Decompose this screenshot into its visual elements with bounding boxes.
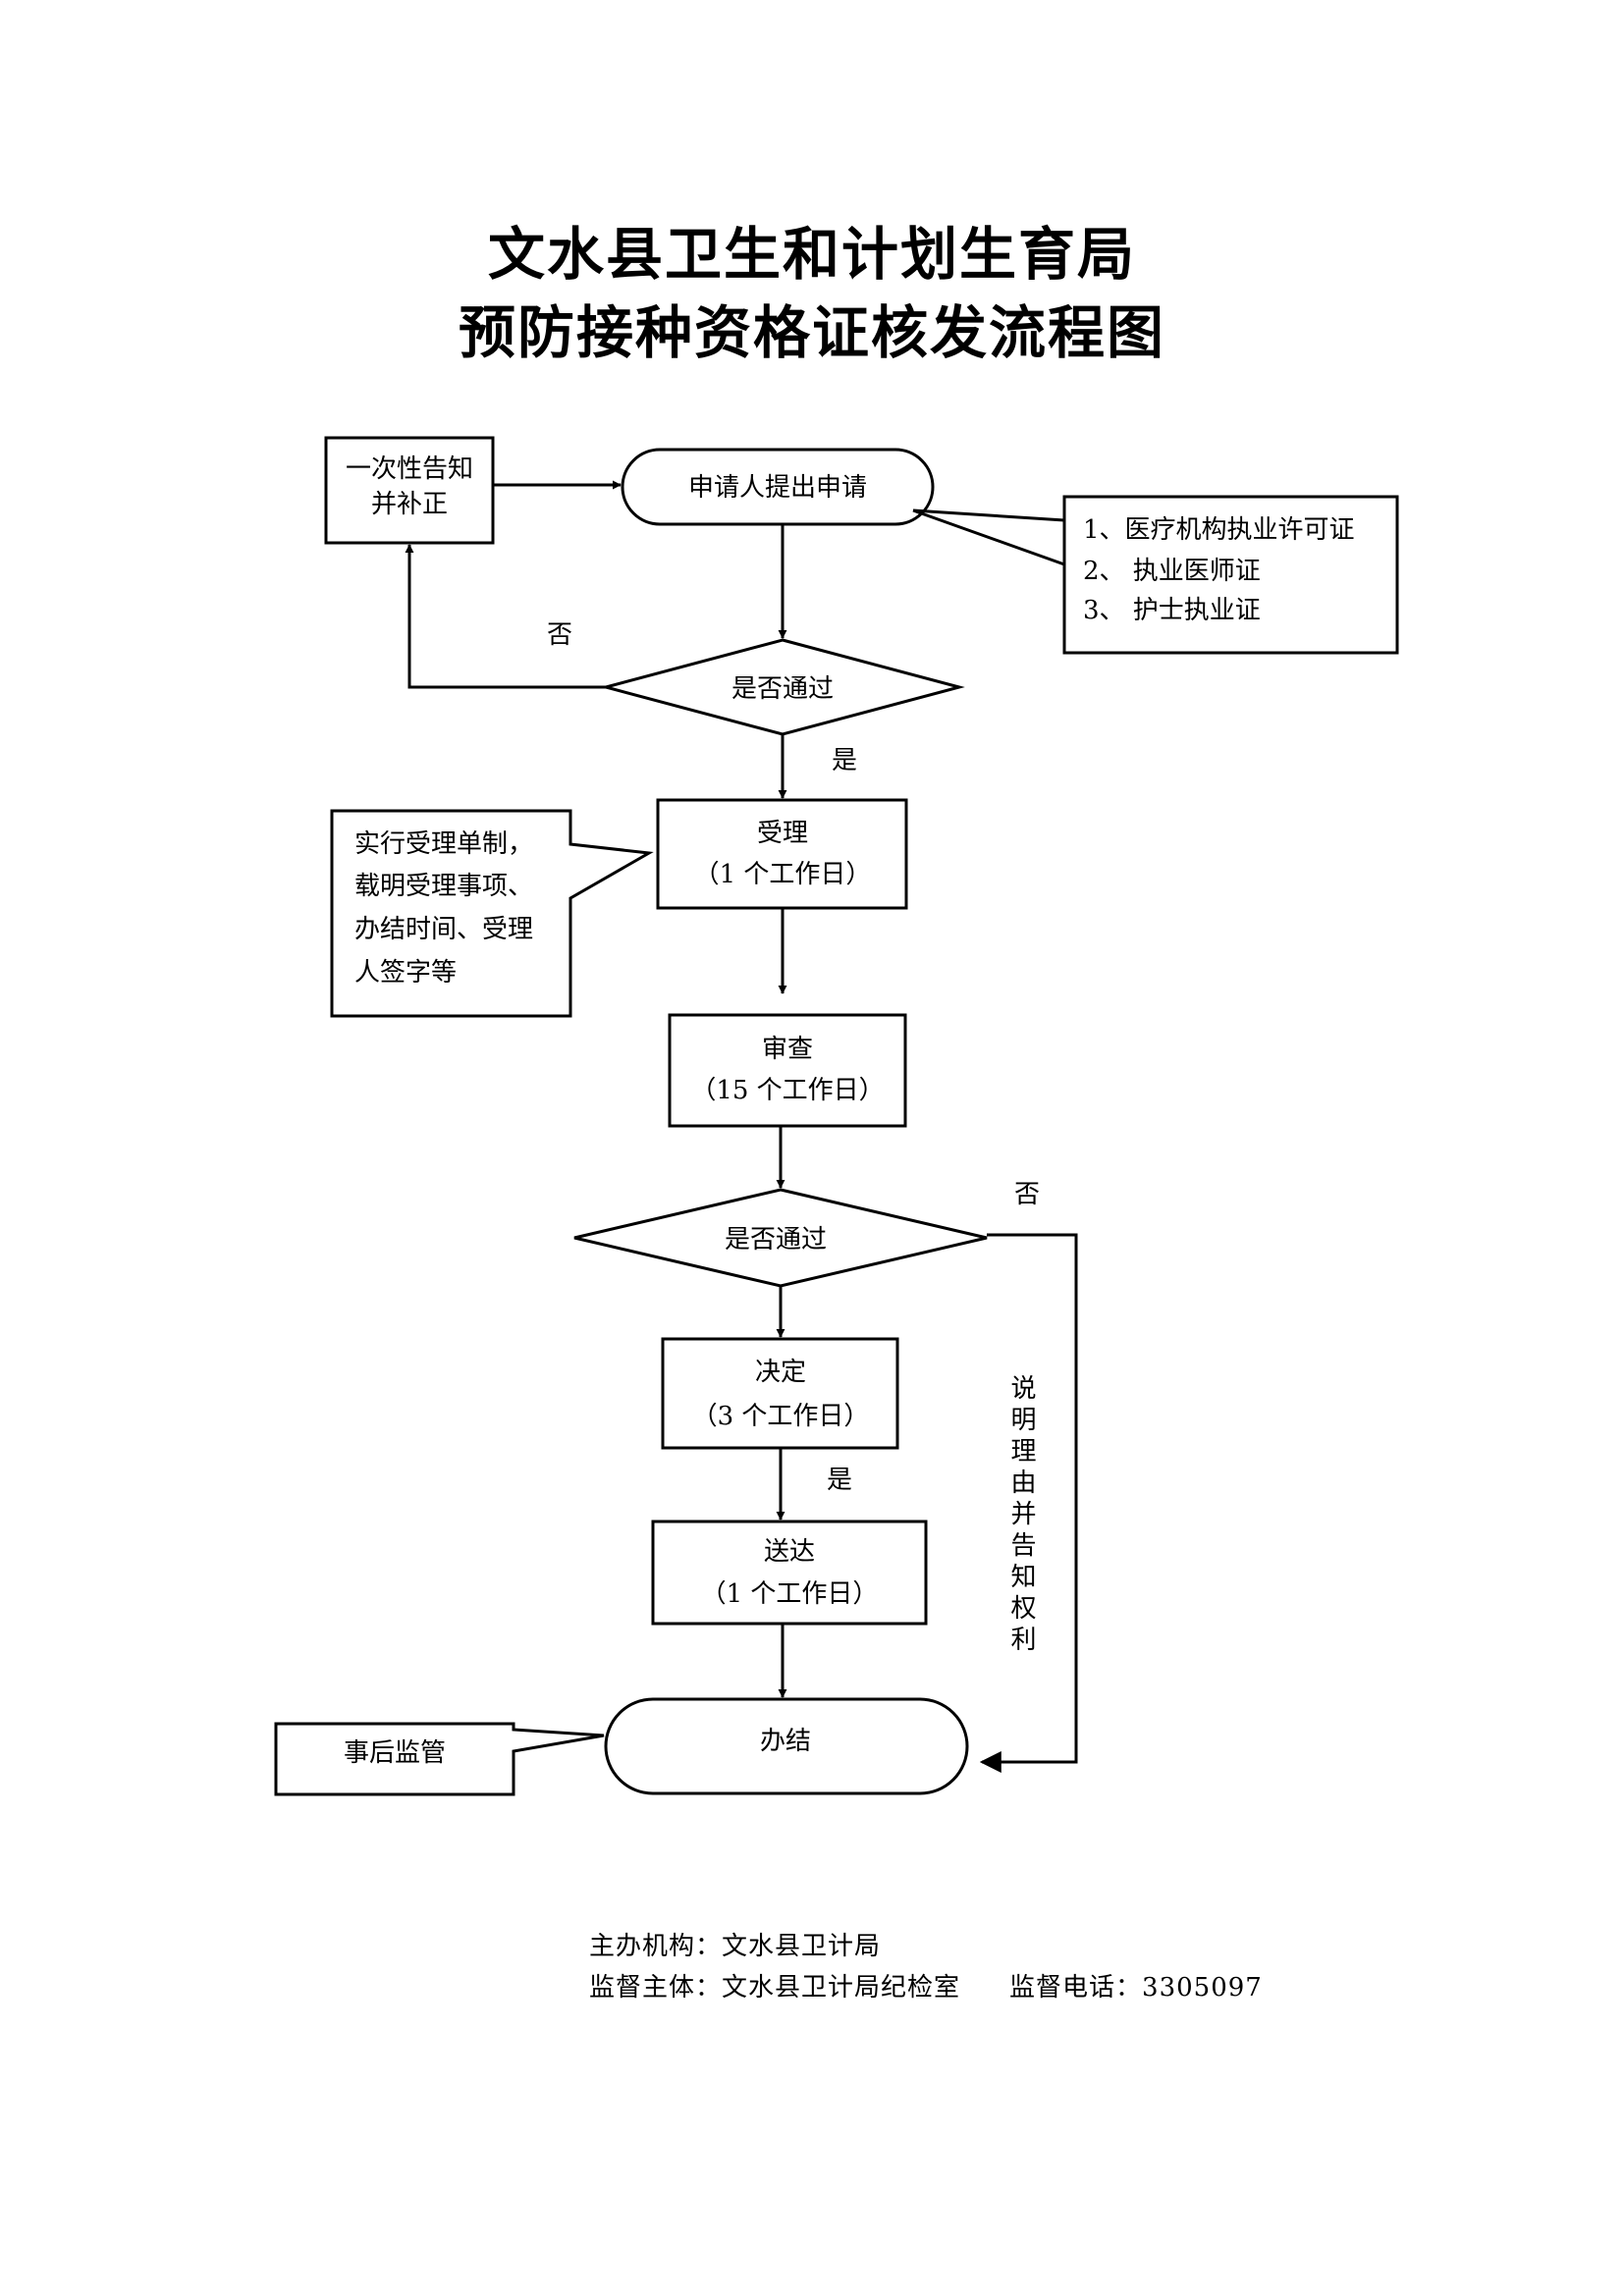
footer-supervisor-value: 文水县卫计局纪检室 (722, 1973, 961, 2002)
arrow-decision-1-no (405, 544, 606, 689)
supervise-label: 事后监管 (344, 1738, 446, 1768)
material-item-3: 3、 护士执业证 (1083, 596, 1261, 625)
finish-label: 办结 (760, 1727, 811, 1756)
decision-1-yes-label: 是 (832, 746, 857, 775)
footer-supervisor-label: 监督主体： (589, 1973, 723, 2002)
apply-label: 申请人提出申请 (688, 473, 867, 503)
decision-1-label: 是否通过 (731, 674, 834, 704)
footer-supervisor: 监督主体：文水县卫计局纪检室 监督电话：3305097 (589, 1967, 1263, 2003)
deliver-node (651, 1520, 928, 1626)
accept-note-node (330, 809, 654, 1018)
materials-node (1062, 495, 1399, 655)
review-label-1: 审查 (762, 1035, 813, 1064)
title-line-2: 预防接种资格证核发流程图 (458, 299, 1165, 366)
deliver-label-2: （1 个工作日） (701, 1579, 879, 1609)
footer-phone-label: 监督电话： (1009, 1973, 1143, 2002)
decide-label-2: （3 个工作日） (692, 1402, 870, 1431)
material-item-1: 1、医疗机构执业许可证 (1083, 515, 1355, 545)
materials-connector-2 (912, 508, 1065, 566)
correction-label-1: 一次性告知 (346, 454, 473, 484)
footer-host-label: 主办机构： (589, 1932, 723, 1961)
supervise-node (274, 1722, 605, 1796)
apply-node (621, 448, 935, 526)
correction-node (324, 436, 495, 545)
materials-connector (912, 508, 1065, 522)
footer-host: 主办机构：文水县卫计局 (589, 1926, 881, 1962)
accept-label-2: （1 个工作日） (694, 860, 872, 889)
deliver-label-1: 送达 (764, 1537, 815, 1567)
decide-label-1: 决定 (755, 1358, 806, 1387)
decide-yes-label: 是 (827, 1466, 852, 1495)
footer-phone-value: 3305097 (1142, 1973, 1263, 2002)
review-label-2: （15 个工作日） (690, 1076, 884, 1105)
footer-host-value: 文水县卫计局 (722, 1932, 882, 1961)
decide-node (661, 1337, 899, 1450)
decision-2-no-label: 否 (1014, 1180, 1040, 1209)
accept-note-line-2: 载明受理事项、 (354, 872, 533, 901)
decision-2-label: 是否通过 (725, 1225, 827, 1255)
accept-note-line-3: 办结时间、受理 (354, 915, 533, 944)
review-node (668, 1013, 907, 1128)
arrow-decision-2-no (979, 1233, 1078, 1773)
material-item-2: 2、 执业医师证 (1083, 557, 1261, 586)
accept-note-line-1: 实行受理单制， (354, 829, 533, 859)
finish-node (604, 1697, 969, 1795)
correction-label-2: 并补正 (371, 490, 448, 519)
title-line-1: 文水县卫生和计划生育局 (487, 221, 1136, 288)
accept-node (656, 798, 908, 910)
accept-note-line-4: 人签字等 (354, 958, 457, 988)
decision-1-no-label: 否 (547, 620, 572, 650)
accept-label-1: 受理 (757, 819, 808, 848)
explain-label: 说明理由并告知权利 (1006, 1374, 1036, 1657)
